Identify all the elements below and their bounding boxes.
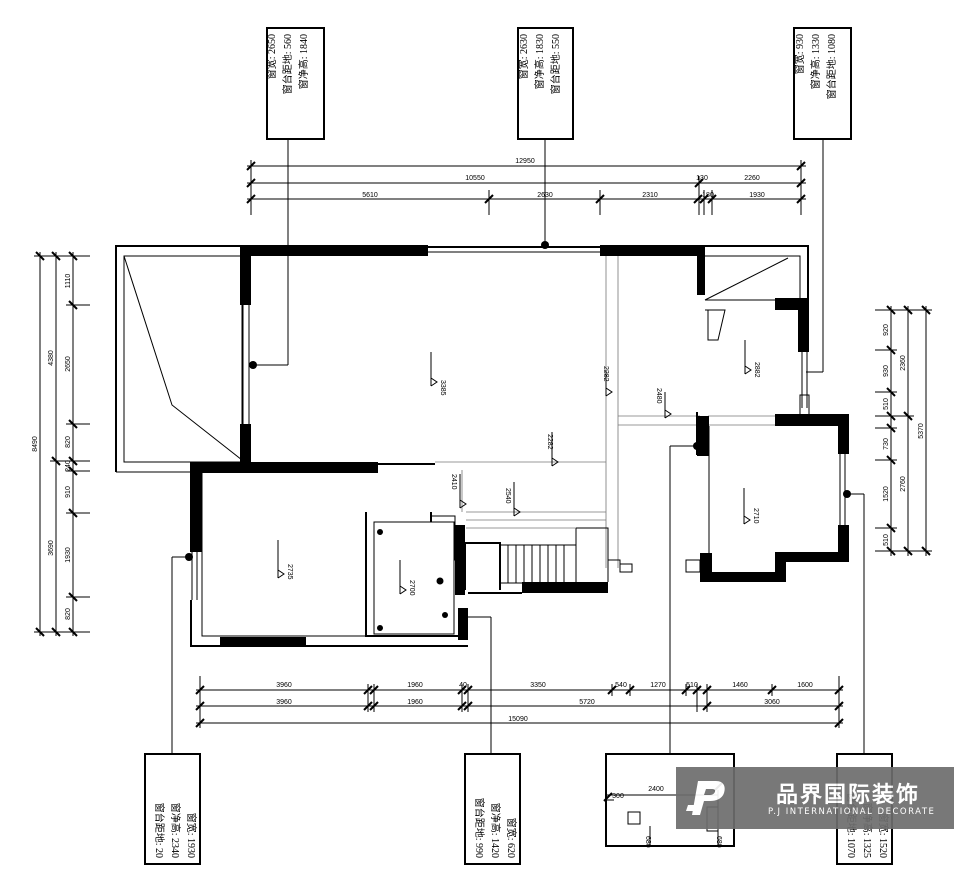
- dim-bot-total: 15090: [508, 716, 528, 723]
- dim-bot-r1-f: 1270: [650, 682, 666, 689]
- company-name-cn: 品界国际装饰: [776, 783, 921, 808]
- dim-bot-r1-d: 3350: [530, 682, 546, 689]
- dim-left-c2e: 910: [65, 486, 72, 498]
- dim-top-r3-f: 1930: [749, 192, 765, 199]
- room-height-3: 2282: [602, 366, 609, 382]
- dim-top-r3-a: 5610: [362, 192, 378, 199]
- dim-bot-r1-a: 3960: [276, 682, 292, 689]
- room-height-10: 2710: [752, 508, 759, 524]
- dim-top-r3-c: 2310: [642, 192, 658, 199]
- dim-left-c2b: 2650: [65, 356, 72, 372]
- dim-bot-r1-c: 40: [459, 682, 467, 689]
- room-height-1: 3385: [439, 380, 446, 396]
- note-bc-1: 窗宽: 620: [505, 818, 518, 858]
- dim-right-c2a: 920: [883, 324, 890, 336]
- dim-right-c1b: 2760: [900, 476, 907, 492]
- dim-left-c1a: 4380: [48, 350, 55, 366]
- room-height-markers: 3385 2882 2282 2282 2480 2410 2540 2735 …: [277, 340, 760, 596]
- dim-bot-r2-d: 3060: [764, 699, 780, 706]
- note-tr-3: 窗台距地: 1080: [825, 34, 838, 99]
- stair-treads: [507, 545, 565, 583]
- bottom-window-notes: 窗宽: 1930 窗净高: 2340 窗台距地: 20 窗宽: 620 窗净高:…: [144, 442, 893, 865]
- dim-top-total: 12950: [515, 158, 535, 165]
- dim-right-c1a: 2360: [900, 355, 907, 371]
- note-tr-2: 窗净高: 1330: [809, 34, 822, 89]
- dim-left-c2g: 820: [65, 608, 72, 620]
- dim-right-c2c: 510: [883, 398, 890, 410]
- inset-dim-3: 680: [644, 836, 651, 848]
- inset-dim-2: 300: [612, 793, 624, 800]
- note-tc-1: 窗宽: 2630: [517, 34, 530, 79]
- note-tl-1: 窗宽: 2650: [265, 34, 278, 79]
- note-bl-2: 窗净高: 2340: [169, 803, 182, 858]
- room-height-7: 2540: [504, 488, 511, 504]
- dim-right-c2e: 1520: [883, 486, 890, 502]
- dim-bot-r1-e: 540: [615, 682, 627, 689]
- left-dimension-lines: 8490 4380 3690 1110 2650 820 240 910 193…: [32, 251, 90, 637]
- room-height-4: 2282: [546, 434, 553, 450]
- dim-right-c2b: 930: [883, 365, 890, 377]
- room-height-2: 2882: [753, 362, 760, 378]
- room-height-9: 2700: [408, 580, 415, 596]
- note-bl-1: 窗宽: 1930: [185, 813, 198, 858]
- note-tc-3: 窗台距地: 550: [549, 34, 562, 94]
- plan-walls: [115, 245, 849, 647]
- dim-right-c2f: 510: [883, 534, 890, 546]
- dim-left-c2c: 820: [65, 436, 72, 448]
- bottom-dimension-lines: 3960 1960 40 3350 540 1270 510 1460 1600…: [195, 676, 844, 728]
- dim-top-r2-b: 2260: [744, 175, 760, 182]
- note-bc-2: 窗净高: 1420: [489, 803, 502, 858]
- dim-right-total: 5370: [918, 423, 925, 439]
- note-tl-2: 窗台距地: 560: [281, 34, 294, 94]
- note-tr-1: 窗宽: 930: [793, 34, 806, 74]
- dim-bot-r2-a: 3960: [276, 699, 292, 706]
- inset-dim-4: 680: [715, 836, 722, 848]
- room-height-8: 2735: [286, 564, 293, 580]
- dim-bot-r1-i: 1600: [797, 682, 813, 689]
- dim-bot-r1-b: 1960: [407, 682, 423, 689]
- company-logo-banner: 品界国际装饰 P.J INTERNATIONAL DECORATE: [676, 767, 954, 829]
- dim-right-c2d: 730: [883, 438, 890, 450]
- dim-left-c2d: 240: [65, 460, 72, 472]
- note-tl-3: 窗净高: 1840: [297, 34, 310, 89]
- pj-logo-icon: [686, 781, 725, 815]
- dim-top-r2-a: 10550: [465, 175, 485, 182]
- dim-bot-r2-c: 5720: [579, 699, 595, 706]
- note-bc-3: 窗台距地: 990: [473, 798, 486, 858]
- room-height-6: 2410: [450, 474, 457, 490]
- inset-dim-1: 2400: [648, 786, 664, 793]
- room-height-5: 2480: [655, 388, 662, 404]
- dim-left-c2f: 1930: [65, 547, 72, 563]
- dim-left-total: 8490: [32, 436, 39, 452]
- top-window-notes: 窗宽: 2650 窗台距地: 560 窗净高: 1840 窗宽: 2630 窗净…: [249, 27, 852, 373]
- dim-left-c1b: 3690: [48, 540, 55, 556]
- dim-bot-r1-g: 510: [686, 682, 698, 689]
- note-tc-2: 窗净高: 1830: [533, 34, 546, 89]
- company-name-en: P.J INTERNATIONAL DECORATE: [768, 807, 936, 817]
- note-bl-3: 窗台距地: 20: [153, 803, 166, 858]
- dim-bot-r1-h: 1460: [732, 682, 748, 689]
- top-dimension-lines: 12950 10550 2260 5610 2630 2310 130 180 …: [246, 158, 806, 215]
- right-dimension-lines: 5370 2360 2760 920 930 510 730 1520 510: [875, 305, 932, 556]
- dim-top-r3-d: 130: [696, 175, 708, 182]
- dim-left-c2a: 1110: [65, 274, 72, 289]
- dim-top-r3-e: 180: [702, 192, 714, 199]
- dim-bot-r2-b: 1960: [407, 699, 423, 706]
